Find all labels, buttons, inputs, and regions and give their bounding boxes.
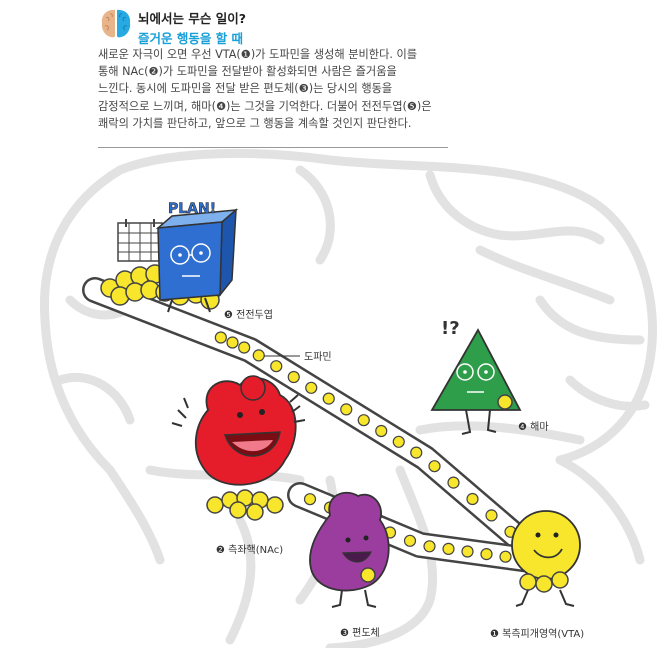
dopamine-molecule — [428, 460, 441, 473]
description-paragraph: 새로운 자극이 오면 우선 VTA(❶)가 도파민을 생성해 분비한다. 이를 … — [98, 46, 458, 132]
dopamine-molecule — [340, 403, 353, 416]
dopamine-molecule — [238, 341, 251, 354]
calendar-icon — [117, 219, 163, 262]
dopamine-molecule — [499, 550, 512, 563]
dopamine-molecule — [305, 381, 318, 394]
dopamine-molecule — [442, 542, 455, 556]
dopamine-molecule — [287, 370, 300, 384]
dopamine-pathway — [82, 277, 543, 573]
description-line: 느낀다. 동시에 도파민을 전달 받은 편도체(❸)는 당시의 행동을 — [98, 82, 393, 96]
hippocampus-character: !? — [430, 318, 522, 435]
divider — [98, 147, 448, 148]
dopamine-molecule — [410, 446, 423, 459]
dopamine-molecule — [447, 476, 460, 489]
vta-character — [511, 510, 581, 607]
dopamine-molecule — [480, 547, 493, 561]
dopamine-molecule — [461, 545, 474, 558]
dopamine-molecule — [270, 360, 283, 373]
dopamine-molecule — [323, 501, 337, 514]
dopamine-molecule — [322, 392, 335, 405]
amygdala-character — [309, 491, 390, 608]
dopamine-molecule — [214, 331, 227, 344]
section-title: 뇌에서는 무슨 일이? — [138, 11, 246, 26]
dopamine-molecule — [343, 509, 357, 522]
dopamine-molecule — [392, 435, 405, 448]
dopamine-molecule — [226, 336, 239, 349]
label-dopamine: 도파민 — [304, 351, 332, 363]
description-line: 감정적으로 느끼며, 해마(❹)는 그것을 기억한다. 더불어 전전두엽(❺)은 — [98, 99, 432, 113]
question-marks: !? — [441, 318, 460, 339]
description-line: 통해 NAc(❷)가 도파민을 전달받아 활성화되면 사람은 즐거움을 — [98, 65, 397, 79]
dopamine-molecule — [423, 540, 436, 553]
label-amygdala: ❸ 편도체 — [340, 627, 380, 639]
label-hippocampus: ❹ 해마 — [518, 420, 549, 433]
label-nac: ❷ 측좌핵(NAc) — [216, 544, 283, 556]
dopamine-molecule — [466, 492, 479, 506]
dopamine-molecule — [383, 526, 397, 539]
section-subtitle: 즐거운 행동을 할 때 — [138, 31, 244, 46]
dopamine-molecule — [357, 414, 370, 427]
dopamine-molecule — [504, 525, 517, 538]
dopamine-molecule — [252, 349, 265, 362]
dopamine-molecule — [303, 493, 317, 506]
plan-sign-text: PLAN! — [168, 201, 216, 217]
nac-character — [171, 375, 306, 521]
dopamine-molecules — [214, 331, 517, 563]
label-vta: ❶ 복측피개영역(VTA) — [490, 628, 584, 640]
description-line: 새로운 자극이 오면 우선 VTA(❶)가 도파민을 생성해 분비한다. 이를 — [98, 48, 418, 61]
pfc-character: PLAN! — [155, 201, 239, 313]
dopamine-molecule — [485, 509, 498, 522]
brain-logo-icon — [101, 9, 131, 38]
dopamine-molecule — [363, 518, 377, 531]
dopamine-molecule — [375, 424, 388, 438]
description-line: 쾌락의 가치를 판단하고, 앞으로 그 행동을 계속할 것인지 판단한다. — [98, 116, 412, 130]
dopamine-molecule — [403, 534, 417, 547]
brain-outline — [39, 148, 657, 648]
label-pfc: ❺ 전전두엽 — [224, 309, 273, 321]
dopamine-pile — [100, 264, 220, 310]
